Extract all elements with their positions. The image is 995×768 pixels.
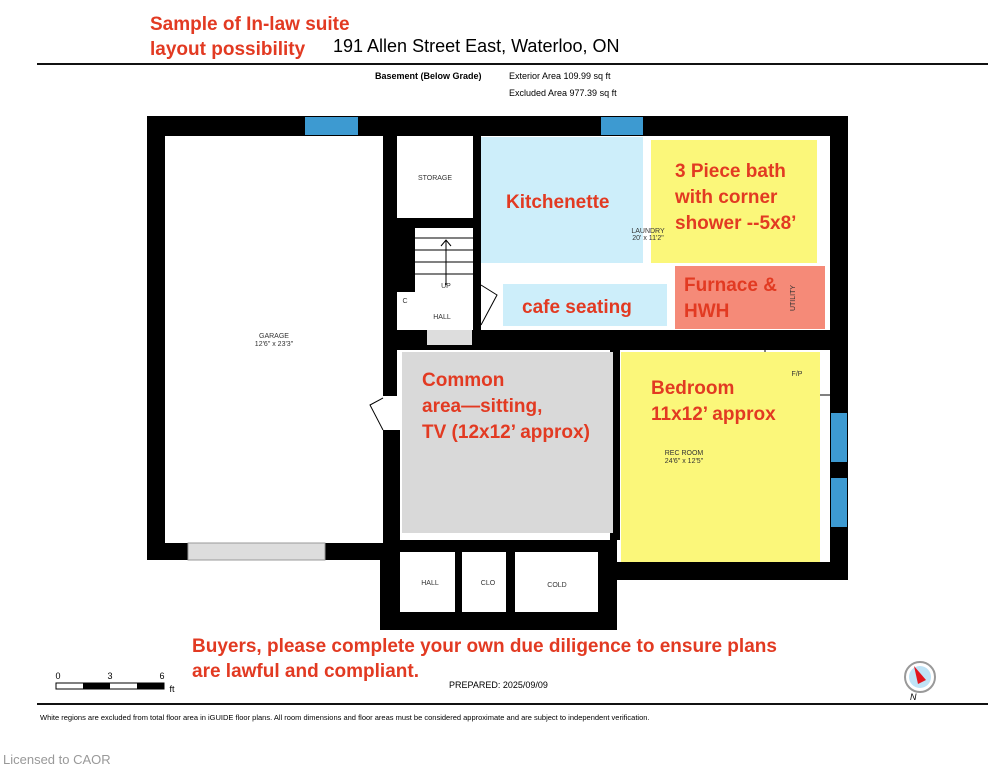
license-text: Licensed to CAOR bbox=[3, 752, 111, 767]
svg-text:ft: ft bbox=[169, 684, 175, 694]
svg-text:0: 0 bbox=[55, 671, 60, 681]
stairs-up-label: UP bbox=[441, 283, 451, 290]
note-line-1: Sample of In-law suite bbox=[150, 14, 350, 35]
furnace-label-2: HWH bbox=[684, 301, 729, 322]
bath-label-2: with corner bbox=[674, 187, 778, 208]
common-label-3: TV (12x12’ approx) bbox=[422, 422, 590, 443]
bath-area bbox=[651, 140, 817, 263]
scale-bar: 0 3 6 ft bbox=[55, 671, 175, 694]
address: 191 Allen Street East, Waterloo, ON bbox=[333, 36, 620, 56]
cold-label: COLD bbox=[547, 582, 566, 589]
closet-label: C bbox=[402, 298, 407, 305]
cafe-area bbox=[503, 284, 667, 326]
notice-line-1: Buyers, please complete your own due dil… bbox=[192, 636, 777, 657]
prepared-date: PREPARED: 2025/09/09 bbox=[449, 680, 548, 690]
compass-icon: N bbox=[904, 661, 936, 702]
door-opening bbox=[427, 330, 472, 345]
bedroom-label-1: Bedroom bbox=[651, 378, 734, 399]
furnace-label-1: Furnace & bbox=[684, 275, 777, 296]
bath-label-1: 3 Piece bath bbox=[675, 161, 786, 182]
bath-label-3: shower --5x8’ bbox=[675, 213, 796, 234]
excluded-area: Excluded Area 977.39 sq ft bbox=[509, 88, 617, 98]
hall-label-2: HALL bbox=[421, 580, 439, 587]
utility-label: UTILITY bbox=[790, 285, 797, 311]
cafe-label: cafe seating bbox=[522, 297, 632, 318]
kitchenette-label: Kitchenette bbox=[506, 192, 609, 213]
common-label-1: Common bbox=[422, 370, 504, 391]
svg-text:6: 6 bbox=[159, 671, 164, 681]
note-line-2: layout possibility bbox=[150, 39, 306, 60]
common-label-2: area—sitting, bbox=[422, 396, 542, 417]
diligence-notice: Buyers, please complete your own due dil… bbox=[192, 634, 777, 684]
garage-door bbox=[187, 542, 326, 561]
laundry-label: LAUNDRY bbox=[631, 228, 665, 235]
fireplace-label: F/P bbox=[792, 371, 803, 378]
furnace-area bbox=[675, 266, 825, 329]
floor-name: Basement (Below Grade) bbox=[375, 71, 482, 81]
common-area bbox=[402, 352, 613, 533]
divider-bottom bbox=[37, 703, 988, 705]
garage-label: GARAGE bbox=[259, 333, 289, 340]
rec-room-dim: 24'6" x 12'5" bbox=[665, 458, 704, 465]
divider bbox=[37, 63, 988, 65]
notice-line-2: are lawful and compliant. bbox=[192, 661, 419, 682]
kitchenette-area bbox=[481, 137, 643, 263]
disclaimer: White regions are excluded from total fl… bbox=[40, 713, 650, 722]
garage-dim: 12'6" x 23'3" bbox=[255, 341, 294, 348]
layout-note: Sample of In-law suite layout possibilit… bbox=[150, 12, 350, 62]
svg-text:N: N bbox=[910, 692, 917, 702]
windows bbox=[305, 117, 847, 527]
rec-room-label: REC ROOM bbox=[665, 450, 704, 457]
bedroom-label-2: 11x12’ approx bbox=[651, 404, 776, 425]
clo-label: CLO bbox=[481, 580, 496, 587]
hall-label: HALL bbox=[433, 314, 451, 321]
exterior-area: Exterior Area 109.99 sq ft bbox=[509, 71, 611, 81]
svg-text:3: 3 bbox=[107, 671, 112, 681]
bedroom-area bbox=[621, 352, 820, 562]
laundry-dim: 20' x 11'2" bbox=[632, 235, 664, 242]
storage-label: STORAGE bbox=[418, 175, 452, 182]
